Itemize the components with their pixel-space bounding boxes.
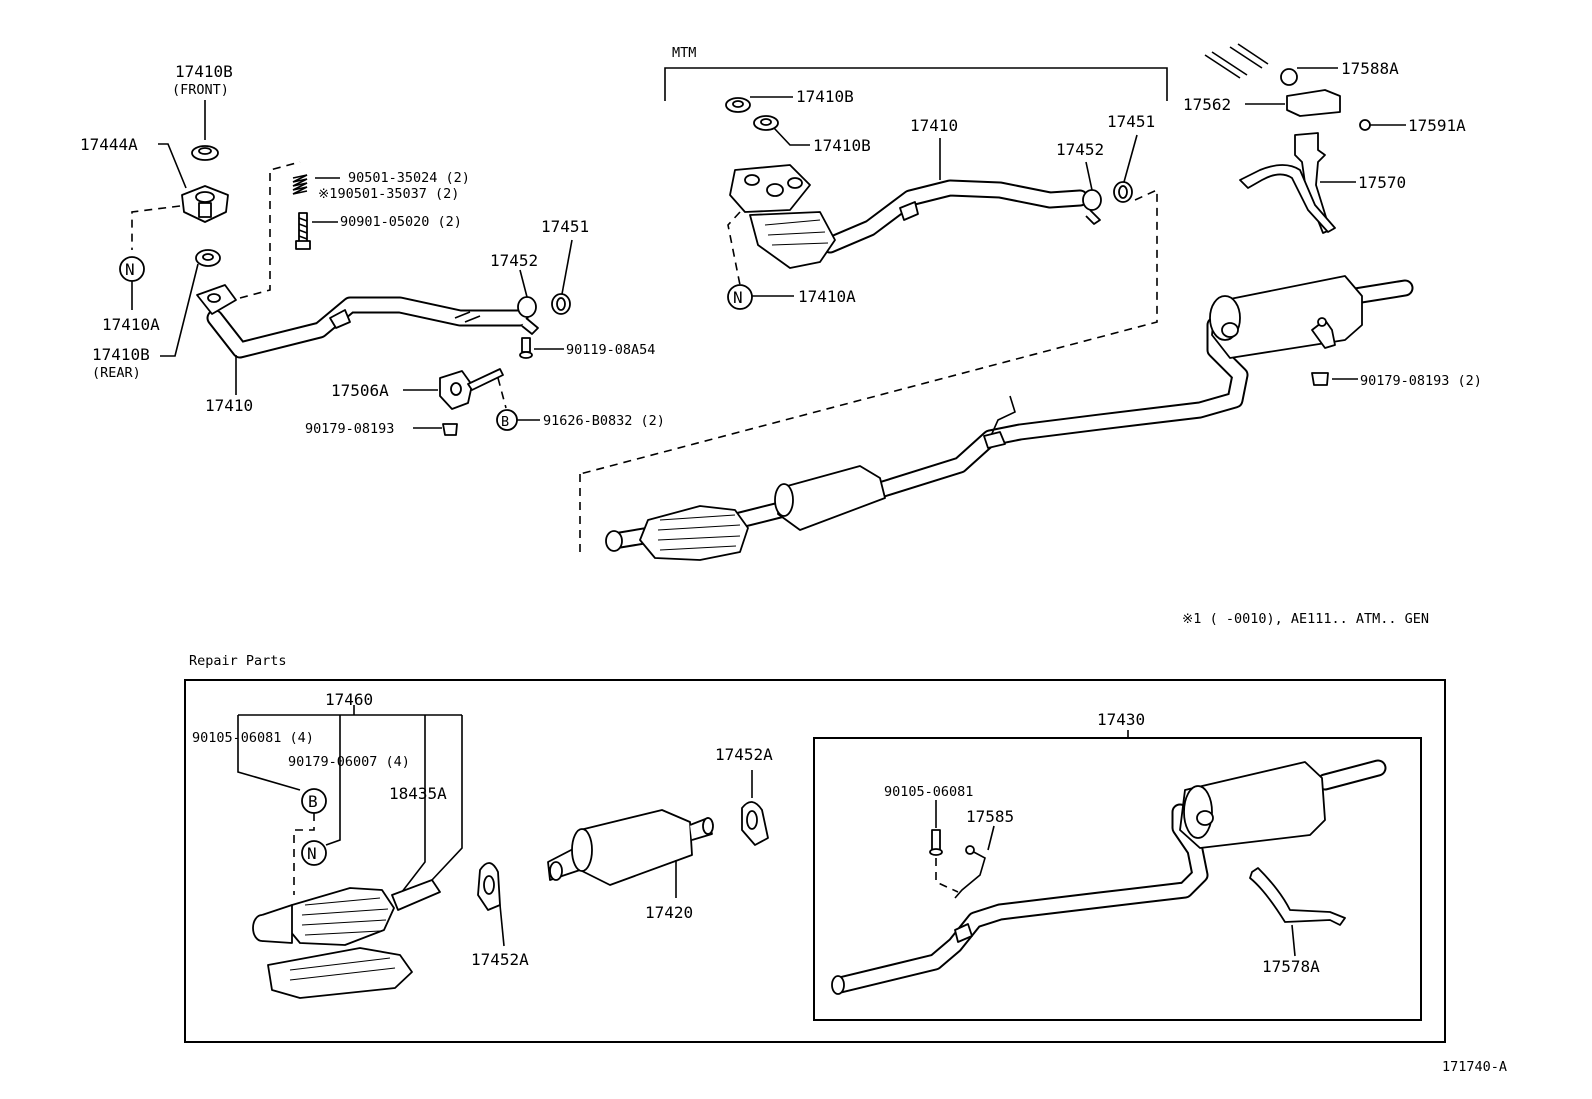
label-17444a: 17444A xyxy=(80,135,138,154)
svg-text:N: N xyxy=(125,260,135,279)
label-17410b-mtm-1: 17410B xyxy=(796,87,854,106)
bracket-17578a[interactable] xyxy=(1249,867,1346,926)
gasket-17451-left[interactable] xyxy=(551,293,571,315)
label-17591a: 17591A xyxy=(1408,116,1466,135)
label-17452-mtm: 17452 xyxy=(1056,140,1104,159)
catalytic-converter-17460[interactable] xyxy=(252,879,441,999)
marker-b-repair: B xyxy=(301,788,327,814)
gasket-17410b-rear[interactable] xyxy=(195,249,221,267)
front-pipe-17410-mtm[interactable] xyxy=(729,164,1089,269)
gasket-17451-mtm[interactable] xyxy=(1113,181,1133,203)
bolt-17591a[interactable] xyxy=(1359,119,1371,131)
gasket-17410b-mtm-2[interactable] xyxy=(753,115,779,131)
label-90105-06081-4: 90105-06081 (4) xyxy=(192,730,314,746)
label-mtm: MTM xyxy=(672,45,696,61)
bolt-90105-06081[interactable] xyxy=(929,829,943,856)
tail-pipe-box xyxy=(813,737,1422,1021)
label-17410-mtm: 17410 xyxy=(910,116,958,135)
label-17506a: 17506A xyxy=(331,381,389,400)
label-90179-08193-left: 90179-08193 xyxy=(305,421,394,437)
label-17588a: 17588A xyxy=(1341,59,1399,78)
svg-text:B: B xyxy=(501,414,509,430)
label-90179-06007: 90179-06007 (4) xyxy=(288,754,410,770)
label-rear: (REAR) xyxy=(92,365,141,381)
label-17410a-mtm: 17410A xyxy=(798,287,856,306)
marker-n-mtm: N xyxy=(727,284,753,310)
label-17410-left: 17410 xyxy=(205,396,253,415)
sensor-17585[interactable] xyxy=(954,845,986,899)
label-90901-05020: 90901-05020 (2) xyxy=(340,214,462,230)
label-17562: 17562 xyxy=(1183,95,1231,114)
rubber-17588a[interactable] xyxy=(1280,68,1298,86)
bracket-17444a[interactable] xyxy=(181,185,229,223)
left-front-pipe-group: 17410B (FRONT) 17444A N 17410A 17410B (R… xyxy=(80,62,665,437)
label-17410b-mtm-2: 17410B xyxy=(813,136,871,155)
label-17410a-left: 17410A xyxy=(102,315,160,334)
label-18435a: 18435A xyxy=(389,784,447,803)
repair-parts-box xyxy=(184,679,1446,1043)
clamp-17452-left[interactable] xyxy=(517,296,539,335)
marker-n-repair: N xyxy=(301,840,327,866)
label-17460: 17460 xyxy=(325,690,373,709)
muffler-17420[interactable] xyxy=(547,809,714,886)
bolt-90119-08a54[interactable] xyxy=(519,337,533,359)
label-190501-35037: ※190501-35037 (2) xyxy=(318,186,459,202)
label-17451-mtm: 17451 xyxy=(1107,112,1155,131)
label-17430: 17430 xyxy=(1097,710,1145,729)
applicability-note: ※1 ( -0010), AE111.. ATM.. GEN xyxy=(1182,611,1429,627)
clamp-17452a-left[interactable] xyxy=(477,862,501,911)
label-90179-08193-right: 90179-08193 (2) xyxy=(1360,373,1482,389)
hanger-17506a[interactable] xyxy=(439,368,504,410)
repair-group: 17460 90105-06081 (4) 90179-06007 (4) 18… xyxy=(192,690,1422,1021)
label-repair-parts: Repair Parts xyxy=(189,653,287,669)
label-17410b-front: 17410B xyxy=(175,62,233,81)
label-front: (FRONT) xyxy=(172,82,229,98)
label-17410b-rear: 17410B xyxy=(92,345,150,364)
label-17452a-upper: 17452A xyxy=(715,745,773,764)
clamp-17452a-right[interactable] xyxy=(741,801,769,846)
mtm-group: MTM 17410B 17410B 17410 xyxy=(579,45,1168,475)
label-91626-b0832: 91626-B0832 (2) xyxy=(543,413,665,429)
insulator-17562[interactable] xyxy=(1286,89,1341,117)
spring-90501[interactable] xyxy=(292,174,308,195)
svg-text:B: B xyxy=(308,792,318,811)
gasket-17410b-front[interactable] xyxy=(191,145,219,161)
label-17585: 17585 xyxy=(966,807,1014,826)
label-17570: 17570 xyxy=(1358,173,1406,192)
label-17452-left: 17452 xyxy=(490,251,538,270)
nut-90179-08193-left[interactable] xyxy=(442,423,458,436)
nut-90179-08193-right[interactable] xyxy=(1311,372,1329,386)
label-17451-left: 17451 xyxy=(541,217,589,236)
diagram-id: 171740-A xyxy=(1442,1059,1507,1075)
tail-pipe-17430[interactable] xyxy=(831,759,1387,995)
bolt-90901-05020[interactable] xyxy=(295,212,311,250)
full-exhaust-assembly[interactable] xyxy=(605,275,1414,561)
label-90119-08a54: 90119-08A54 xyxy=(566,342,655,358)
clamp-17452-mtm[interactable] xyxy=(1082,189,1102,225)
label-90105-06081: 90105-06081 xyxy=(884,784,973,800)
svg-text:N: N xyxy=(733,288,743,307)
label-17452a-lower: 17452A xyxy=(471,950,529,969)
svg-text:N: N xyxy=(307,844,317,863)
marker-n-left: N xyxy=(119,256,145,282)
label-17420: 17420 xyxy=(645,903,693,922)
bracket-17570[interactable] xyxy=(1239,132,1336,234)
gasket-17410b-mtm-1[interactable] xyxy=(725,97,751,113)
front-pipe-17410-left[interactable] xyxy=(196,284,529,359)
label-90501-35024: 90501-35024 (2) xyxy=(348,170,470,186)
marker-b-left: B xyxy=(496,409,518,431)
straps xyxy=(1204,43,1269,79)
label-17578a: 17578A xyxy=(1262,957,1320,976)
right-top-group: 17588A 17562 17591A 17570 xyxy=(1183,43,1466,234)
